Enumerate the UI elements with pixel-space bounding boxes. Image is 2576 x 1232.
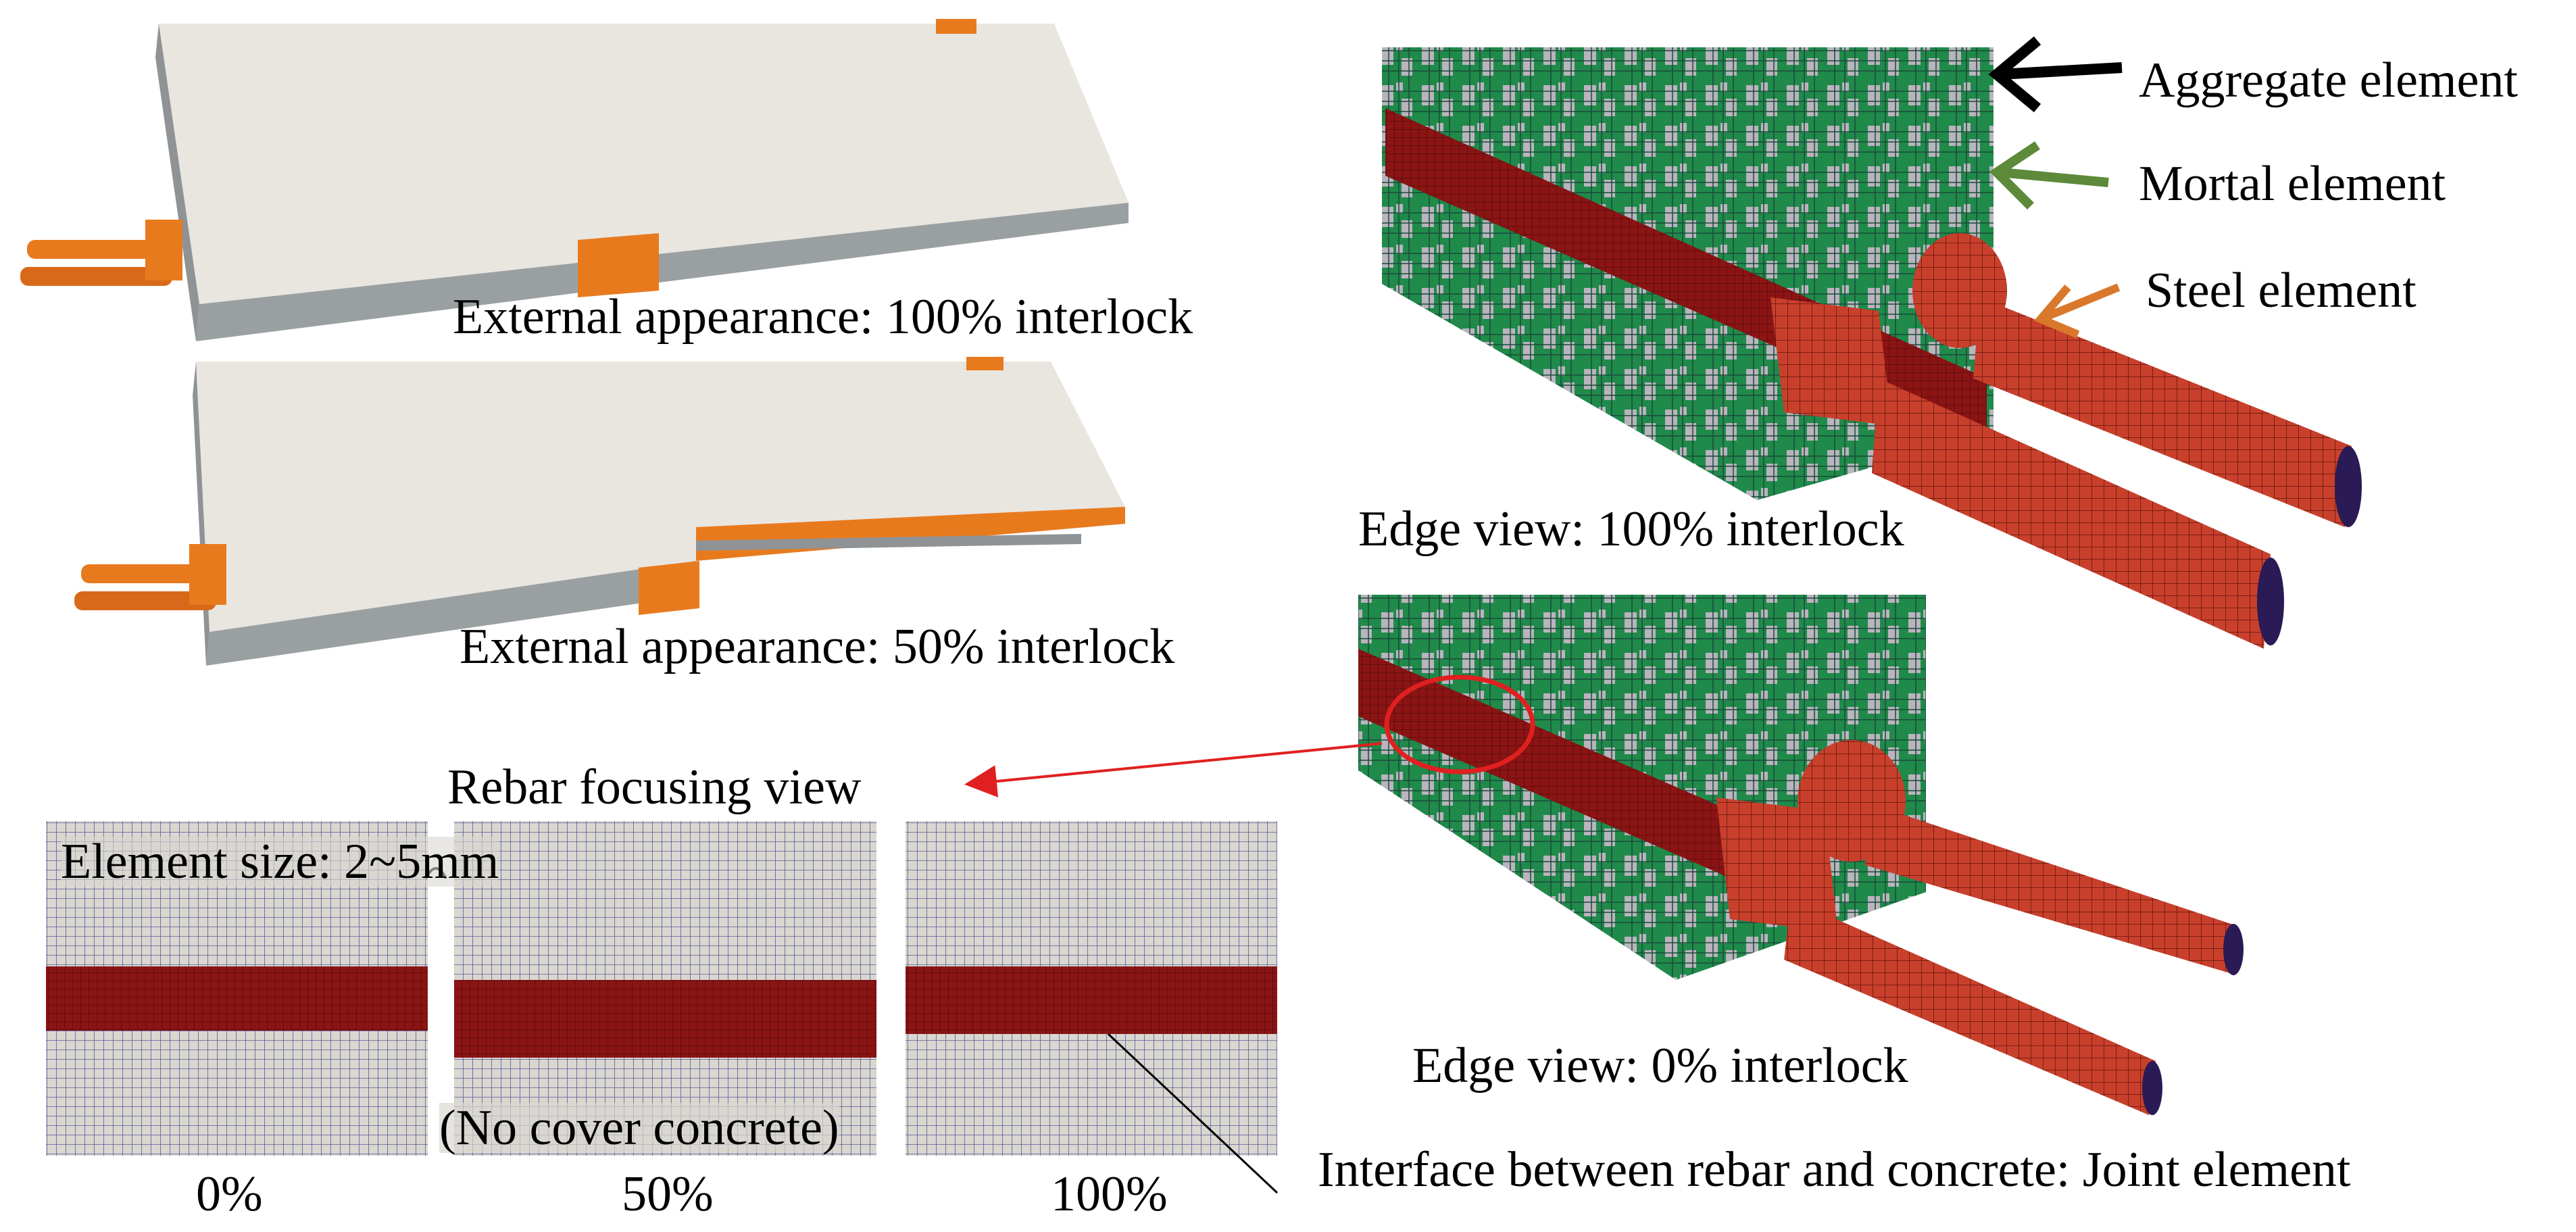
beam-50-interlock (74, 357, 1125, 666)
plain-rebar-upper (1798, 740, 2244, 975)
beam-100-interlock (20, 19, 1129, 341)
edge-view-100 (1382, 47, 2362, 649)
protruding-rebars-2 (74, 544, 226, 610)
label-external-50: External appearance: 50% interlock (460, 619, 1175, 674)
label-edge-0: Edge view: 0% interlock (1412, 1038, 1908, 1093)
aggregate-arrow (1988, 36, 2123, 113)
label-aggregate-element: Aggregate element (2139, 53, 2518, 108)
focus-circle (1384, 674, 1535, 774)
mesh-panel-100 (906, 821, 1277, 1156)
steel-rebar-lower (1872, 378, 2284, 649)
mesh-panel-50 (454, 821, 876, 1156)
label-edge-100: Edge view: 100% interlock (1358, 501, 1904, 557)
edge-view-0 (1358, 595, 2244, 1115)
plain-rebar-lower (1784, 899, 2162, 1115)
label-rebar-focusing-view: Rebar focusing view (447, 760, 862, 815)
label-pct-100: 100% (1051, 1166, 1168, 1222)
label-no-cover: (No cover concrete) (439, 1100, 839, 1156)
label-steel-element: Steel element (2146, 263, 2417, 318)
mortal-arrow (1989, 141, 2109, 210)
interface-leader (1107, 1033, 1279, 1194)
protruding-rebars (20, 220, 182, 286)
steel-rebar-upper (1912, 233, 2362, 527)
steel-arrow (2034, 283, 2121, 339)
focus-arrow (964, 742, 1383, 797)
label-pct-0: 0% (196, 1166, 263, 1222)
label-pct-50: 50% (622, 1166, 714, 1222)
label-mortal-element: Mortal element (2139, 156, 2446, 212)
label-element-size: Element size: 2~5mm (61, 834, 499, 889)
label-interface: Interface between rebar and concrete: Jo… (1318, 1142, 2351, 1198)
label-external-100: External appearance: 100% interlock (453, 289, 1193, 345)
top-lug (936, 19, 976, 34)
bottom-lug (578, 233, 659, 297)
